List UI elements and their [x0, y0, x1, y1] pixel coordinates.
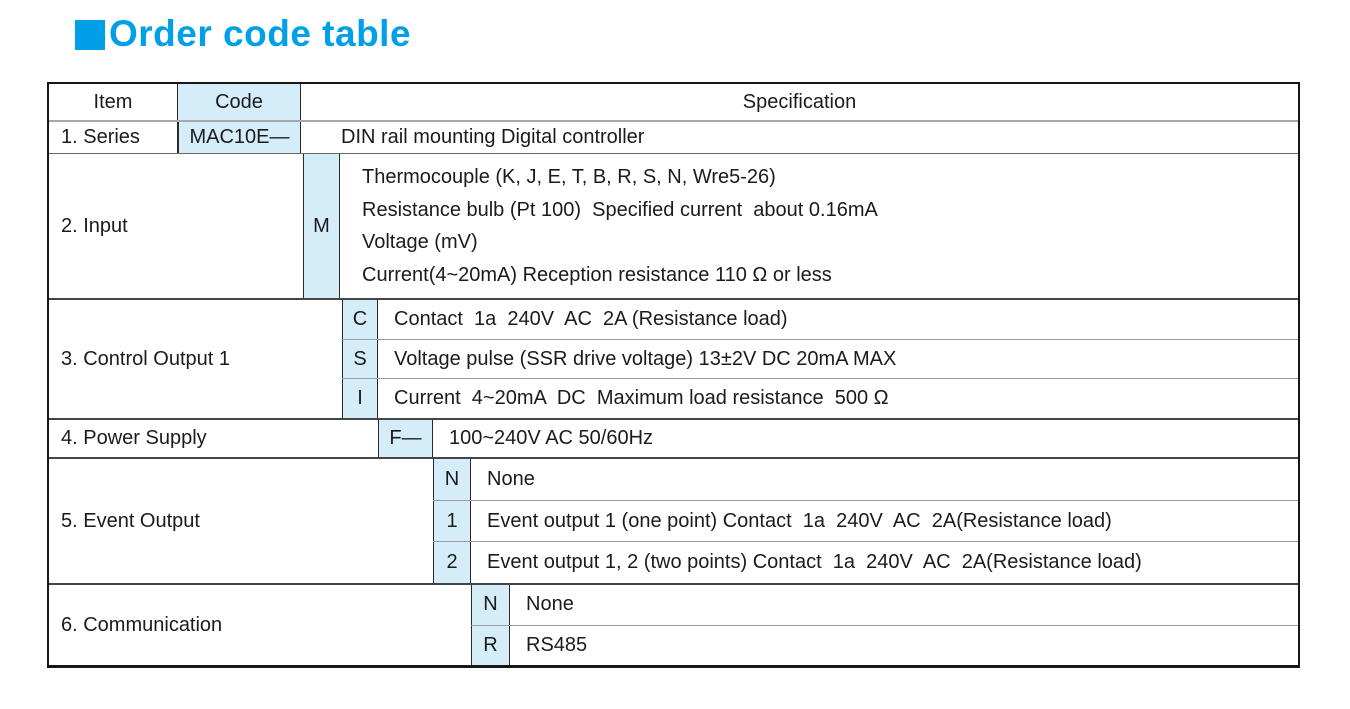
spec-cell-series: DIN rail mounting Digital controller: [341, 126, 645, 148]
item-cell-communication: 6. Communication: [61, 613, 223, 636]
item-cell-control-output-1: 3. Control Output 1: [61, 347, 230, 370]
spec-cell-contact: Contact 1a 240V AC 2A (Resistance load): [394, 307, 788, 330]
order-code-table: Item Code Specification 1. Series MAC10E…: [47, 82, 1300, 668]
spec-line-resistance-bulb: Resistance bulb (Pt 100) Specified curre…: [362, 198, 878, 221]
spec-cell-power-supply: 100~240V AC 50/60Hz: [449, 427, 654, 449]
header-specification: Specification: [742, 90, 857, 113]
code-cell-power-supply: F—: [378, 420, 433, 457]
code-cell-comm-rs485: R: [471, 625, 510, 665]
spec-cell-comm-none: None: [526, 593, 574, 616]
spec-cell-event-2: Event output 1, 2 (two points) Contact 1…: [487, 551, 1142, 574]
row-control-output-1: 3. Control Output 1 C Contact 1a 240V AC…: [49, 300, 1298, 420]
code-cell-series: MAC10E—: [178, 122, 301, 153]
page-title: Order code table: [75, 13, 411, 55]
row-input: 2. Input M Thermocouple (K, J, E, T, B, …: [49, 154, 1298, 300]
spec-cell-event-1: Event output 1 (one point) Contact 1a 24…: [487, 509, 1112, 532]
spec-line-voltage: Voltage (mV): [362, 231, 478, 253]
row-communication: 6. Communication N None R RS485: [49, 585, 1298, 665]
subrow-voltage-pulse: S Voltage pulse (SSR drive voltage) 13±2…: [342, 338, 1298, 379]
code-cell-event-2: 2: [433, 542, 471, 584]
table-header-row: Item Code Specification: [49, 84, 1298, 122]
subrow-comm-none: N None: [471, 585, 1298, 625]
spec-line-thermocouple: Thermocouple (K, J, E, T, B, R, S, N, Wr…: [362, 166, 776, 188]
code-cell-input: M: [303, 154, 340, 298]
spec-cell-current: Current 4~20mA DC Maximum load resistanc…: [394, 387, 889, 410]
subrow-event-none: N None: [433, 459, 1298, 500]
item-cell-series: 1. Series: [49, 122, 178, 153]
item-cell-event-output: 5. Event Output: [61, 509, 200, 532]
spec-cell-voltage-pulse: Voltage pulse (SSR drive voltage) 13±2V …: [394, 347, 897, 370]
subrow-contact: C Contact 1a 240V AC 2A (Resistance load…: [342, 300, 1298, 339]
subrow-event-2: 2 Event output 1, 2 (two points) Contact…: [433, 541, 1298, 584]
code-cell-contact: C: [342, 300, 378, 339]
code-cell-event-none: N: [433, 459, 471, 500]
code-cell-event-1: 1: [433, 500, 471, 542]
header-code: Code: [178, 84, 301, 120]
row-series: 1. Series MAC10E— DIN rail mounting Digi…: [49, 122, 1298, 154]
item-cell-power-supply: 4. Power Supply: [61, 427, 207, 449]
page-title-text: Order code table: [109, 13, 412, 54]
row-power-supply: 4. Power Supply F— 100~240V AC 50/60Hz: [49, 420, 1298, 459]
spec-line-current: Current(4~20mA) Reception resistance 110…: [362, 263, 832, 286]
item-cell-input: 2. Input: [61, 214, 128, 237]
spec-cell-event-none: None: [487, 467, 535, 490]
subrow-current: I Current 4~20mA DC Maximum load resista…: [342, 378, 1298, 419]
code-cell-current: I: [342, 379, 378, 419]
header-item: Item: [49, 84, 178, 120]
control-output-subrows: C Contact 1a 240V AC 2A (Resistance load…: [342, 300, 1298, 419]
row-event-output: 5. Event Output N None 1 Event output 1 …: [49, 459, 1298, 585]
communication-subrows: N None R RS485: [471, 585, 1298, 665]
spec-cell-input: Thermocouple (K, J, E, T, B, R, S, N, Wr…: [340, 154, 1298, 298]
title-square-icon: [75, 20, 105, 50]
event-output-subrows: N None 1 Event output 1 (one point) Cont…: [433, 459, 1298, 584]
subrow-event-1: 1 Event output 1 (one point) Contact 1a …: [433, 499, 1298, 542]
code-cell-voltage-pulse: S: [342, 339, 378, 379]
code-cell-comm-none: N: [471, 585, 510, 625]
subrow-comm-rs485: R RS485: [471, 624, 1298, 665]
spec-cell-comm-rs485: RS485: [526, 633, 588, 656]
